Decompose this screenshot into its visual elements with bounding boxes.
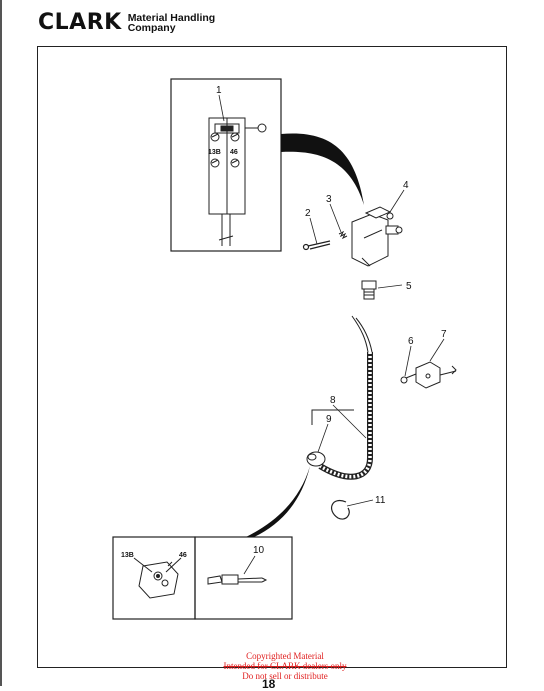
wire-harness-part-8 (318, 315, 373, 480)
clark-logo: CLARK (38, 10, 122, 35)
company-line-2: Company (127, 22, 176, 34)
callout-7: 7 (441, 329, 447, 340)
page-edge (0, 0, 2, 686)
connector-end-drawing (133, 557, 182, 599)
terminal-pin-drawing (207, 574, 268, 585)
connector-part-9 (306, 451, 326, 467)
switch-part-7 (415, 361, 457, 389)
callout-6: 6 (408, 336, 414, 347)
washer-part-6 (400, 373, 417, 384)
callout-leaders (218, 94, 445, 575)
switch-detail-drawing (208, 117, 267, 246)
watermark-line-2: Intended for CLARK dealers only (223, 661, 347, 671)
detail-leader-top (281, 133, 364, 205)
callout-2: 2 (305, 208, 311, 219)
screw-part-2 (302, 240, 331, 251)
page-number: 18 (262, 677, 276, 691)
fitting-part-5 (361, 280, 377, 300)
terminal-label-46-bottom: 46 (179, 552, 187, 559)
callout-10: 10 (253, 545, 265, 556)
callout-5: 5 (406, 281, 412, 292)
watermark-line-1: Copyrighted Material (246, 651, 324, 661)
switch-assembly-drawing (351, 206, 403, 267)
callout-9: 9 (326, 414, 332, 425)
header: CLARK Material Handling Company (38, 12, 215, 34)
clip-part-11 (330, 500, 350, 520)
callout-8: 8 (330, 395, 336, 406)
detail-leader-bottom (246, 466, 310, 537)
terminal-label-13b-top: 13B (208, 149, 221, 156)
top-detail-box (170, 78, 282, 252)
callout-11: 11 (375, 495, 386, 506)
terminal-label-46-top: 46 (230, 149, 238, 156)
diagram-frame (37, 46, 507, 668)
watermark-line-3: Do not sell or distribute (242, 671, 328, 681)
company-name: Material Handling Company (127, 12, 216, 34)
harness-bracket (311, 409, 354, 425)
terminal-label-13b-bottom: 13B (121, 552, 134, 559)
terminal-detail-box (194, 536, 293, 620)
copyright-watermark: Copyrighted Material Intended for CLARK … (200, 651, 370, 681)
company-line-1: Material Handling (127, 12, 216, 24)
callout-3: 3 (326, 194, 332, 205)
callout-4: 4 (403, 180, 409, 191)
callout-1: 1 (216, 85, 222, 96)
spring-part-3 (338, 230, 348, 240)
